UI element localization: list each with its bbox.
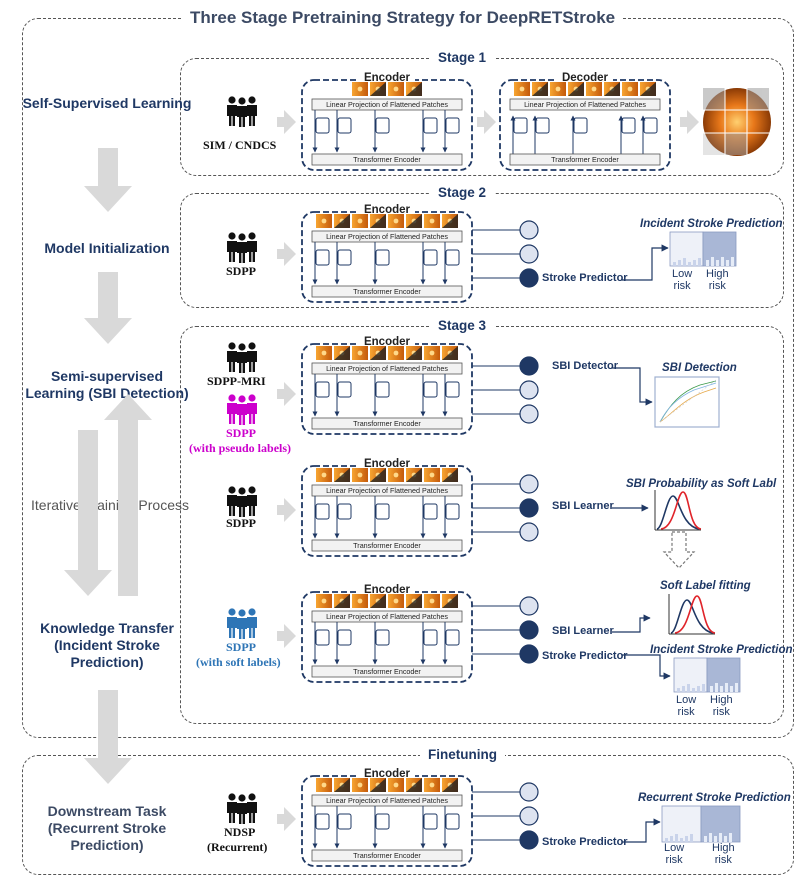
dataset-sim: SIM / CNDCS [203, 138, 277, 152]
label-self-supervised: Self-Supervised Learning [22, 95, 192, 111]
sbi-detector-label: SBI Detector [552, 360, 619, 372]
soft-label-note: (with soft labels) [196, 655, 281, 669]
dataset-sdpp-stage2: SDPP [226, 264, 256, 278]
stroke-predictor-label-stage2: Stroke Predictor [542, 272, 628, 284]
encoder-stage3-kt-linear: Linear Projection of Flattened Patches [326, 611, 448, 621]
encoder-stage2-linear: Linear Projection of Flattened Patches [326, 231, 448, 241]
label-model-init: Model Initialization [44, 240, 170, 256]
encoder-stage3-semi-transformer: Transformer Encoder [353, 418, 421, 428]
sbi-learner-label-iter: SBI Learner [552, 500, 614, 512]
encoder-finetune-linear: Linear Projection of Flattened Patches [326, 795, 448, 805]
label-downstream: Downstream Task (Recurrent Stroke Predic… [47, 803, 167, 853]
decoder-stage1-linear: Linear Projection of Flattened Patches [524, 99, 646, 109]
dataset-sdpp-mri: SDPP-MRI [207, 374, 266, 388]
encoder-stage1-linear: Linear Projection of Flattened Patches [326, 99, 448, 109]
dataset-ndsp: NDSP [224, 825, 256, 839]
encoder-stage3-semi-linear: Linear Projection of Flattened Patches [326, 363, 448, 373]
stroke-predictor-label-ft: Stroke Predictor [542, 836, 628, 848]
finetuning-box [22, 755, 794, 875]
finetuning-title: Finetuning [420, 747, 505, 762]
sbi-detection-title: SBI Detection [662, 362, 737, 374]
encoder-finetune-transformer: Transformer Encoder [353, 850, 421, 860]
decoder-stage1-transformer: Transformer Encoder [551, 154, 619, 164]
stage2-box [180, 193, 784, 308]
encoder-stage1-title: Encoder [363, 72, 410, 84]
dataset-sdpp-soft: SDPP [226, 640, 256, 654]
encoder-stage3-iter-title: Encoder [363, 458, 410, 470]
dataset-sdpp-pseudo: SDPP [226, 426, 256, 440]
encoder-stage3-iter-transformer: Transformer Encoder [353, 540, 421, 550]
decoder-stage1-title: Decoder [561, 72, 609, 84]
soft-fit-title: Soft Label fitting [660, 580, 751, 592]
label-iterative: Iterative Training Process [31, 497, 189, 513]
label-semi-supervised: Semi-supervised Learning (SBI Detection) [25, 368, 189, 401]
encoder-stage1-transformer: Transformer Encoder [353, 154, 421, 164]
encoder-stage3-kt-title: Encoder [363, 584, 410, 596]
page-title: Three Stage Pretraining Strategy for Dee… [182, 8, 624, 28]
encoder-stage2-title: Encoder [363, 204, 410, 216]
encoder-finetune-title: Encoder [363, 768, 410, 780]
label-knowledge-transfer: Knowledge Transfer (Incident Stroke Pred… [40, 620, 174, 670]
recurrent-title: Recurrent Stroke Prediction [638, 792, 791, 804]
dataset-sdpp-iter: SDPP [226, 516, 256, 530]
sbi-learner-label-kt: SBI Learner [552, 625, 614, 637]
sbi-prob-title: SBI Probability as Soft Labl [626, 478, 777, 490]
stage2-title: Stage 2 [430, 185, 495, 200]
incident-title-kt: Incident Stroke Prediction [650, 644, 793, 656]
stage1-box [180, 58, 784, 176]
stage1-title: Stage 1 [430, 50, 495, 65]
encoder-stage3-semi-title: Encoder [363, 336, 410, 348]
encoder-stage2-transformer: Transformer Encoder [353, 286, 421, 296]
pseudo-label-note: (with pseudo labels) [189, 441, 292, 455]
encoder-stage3-kt-transformer: Transformer Encoder [353, 666, 421, 676]
stage3-title: Stage 3 [430, 318, 495, 333]
encoder-stage3-iter-linear: Linear Projection of Flattened Patches [326, 485, 448, 495]
dataset-recurrent: (Recurrent) [207, 840, 268, 854]
stroke-predictor-label-kt: Stroke Predictor [542, 650, 628, 662]
incident-title-stage2: Incident Stroke Prediction [640, 218, 783, 230]
